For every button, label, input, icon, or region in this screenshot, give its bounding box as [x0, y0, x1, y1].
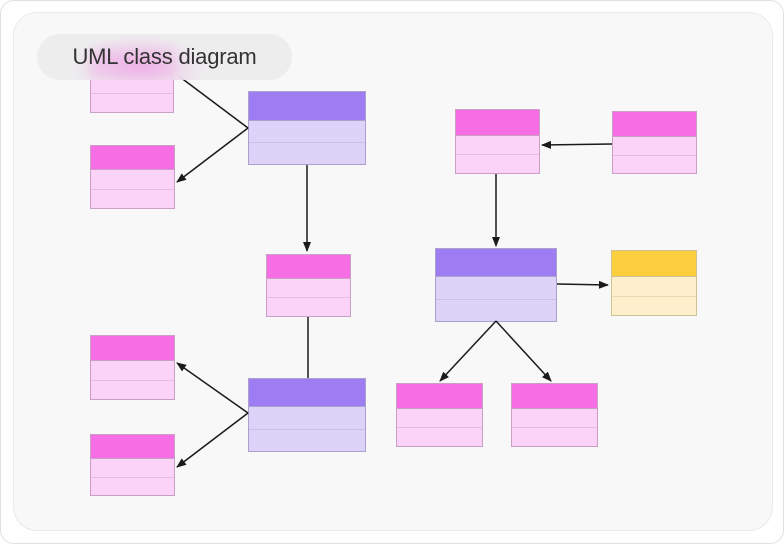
class-node-header — [91, 146, 174, 169]
class-node-row — [456, 135, 539, 154]
class-node-header — [612, 251, 696, 276]
class-node-header — [397, 384, 482, 408]
class-node-row — [249, 120, 365, 142]
class-node-pink-bottom-left-2[interactable] — [90, 434, 175, 496]
class-node-row — [456, 154, 539, 173]
class-node-row — [512, 408, 597, 427]
class-node-pink-bottom-left-1[interactable] — [90, 335, 175, 400]
class-node-pink-bottom-mid-1[interactable] — [396, 383, 483, 447]
class-node-pink-left[interactable] — [90, 145, 175, 209]
diagram-title-label: UML class diagram — [72, 44, 257, 69]
class-node-row — [91, 360, 174, 380]
class-node-row — [91, 169, 174, 189]
class-node-row — [267, 278, 350, 297]
class-node-header — [91, 435, 174, 458]
class-node-row — [91, 93, 173, 112]
class-node-row — [91, 476, 174, 495]
diagram-title-pill[interactable]: UML class diagram — [37, 34, 292, 80]
class-node-header — [249, 92, 365, 120]
class-node-header — [436, 249, 556, 276]
class-node-row — [612, 276, 696, 296]
class-node-pink-middle[interactable] — [266, 254, 351, 317]
class-node-purple-right[interactable] — [435, 248, 557, 322]
class-node-purple-top[interactable] — [248, 91, 366, 165]
class-node-row — [267, 297, 350, 316]
class-node-row — [397, 408, 482, 427]
class-node-row — [613, 154, 696, 173]
class-node-yellow-right[interactable] — [611, 250, 697, 316]
class-node-row — [613, 136, 696, 155]
class-node-row — [436, 298, 556, 321]
class-node-row — [249, 406, 365, 429]
class-node-header — [91, 336, 174, 360]
class-node-row — [249, 428, 365, 451]
class-node-pink-bottom-mid-2[interactable] — [511, 383, 598, 447]
class-node-pink-top-right-2[interactable] — [612, 111, 697, 174]
class-node-header — [512, 384, 597, 408]
class-node-row — [512, 427, 597, 446]
class-node-row — [249, 142, 365, 164]
class-node-header — [267, 255, 350, 278]
class-node-row — [91, 379, 174, 399]
class-node-row — [612, 295, 696, 315]
class-node-header — [456, 110, 539, 135]
class-node-row — [436, 276, 556, 299]
class-node-header — [249, 379, 365, 406]
class-node-row — [91, 188, 174, 208]
class-node-row — [397, 427, 482, 446]
class-node-row — [91, 458, 174, 477]
class-node-pink-top-right-1[interactable] — [455, 109, 540, 174]
class-node-purple-bottom[interactable] — [248, 378, 366, 452]
class-node-header — [613, 112, 696, 136]
